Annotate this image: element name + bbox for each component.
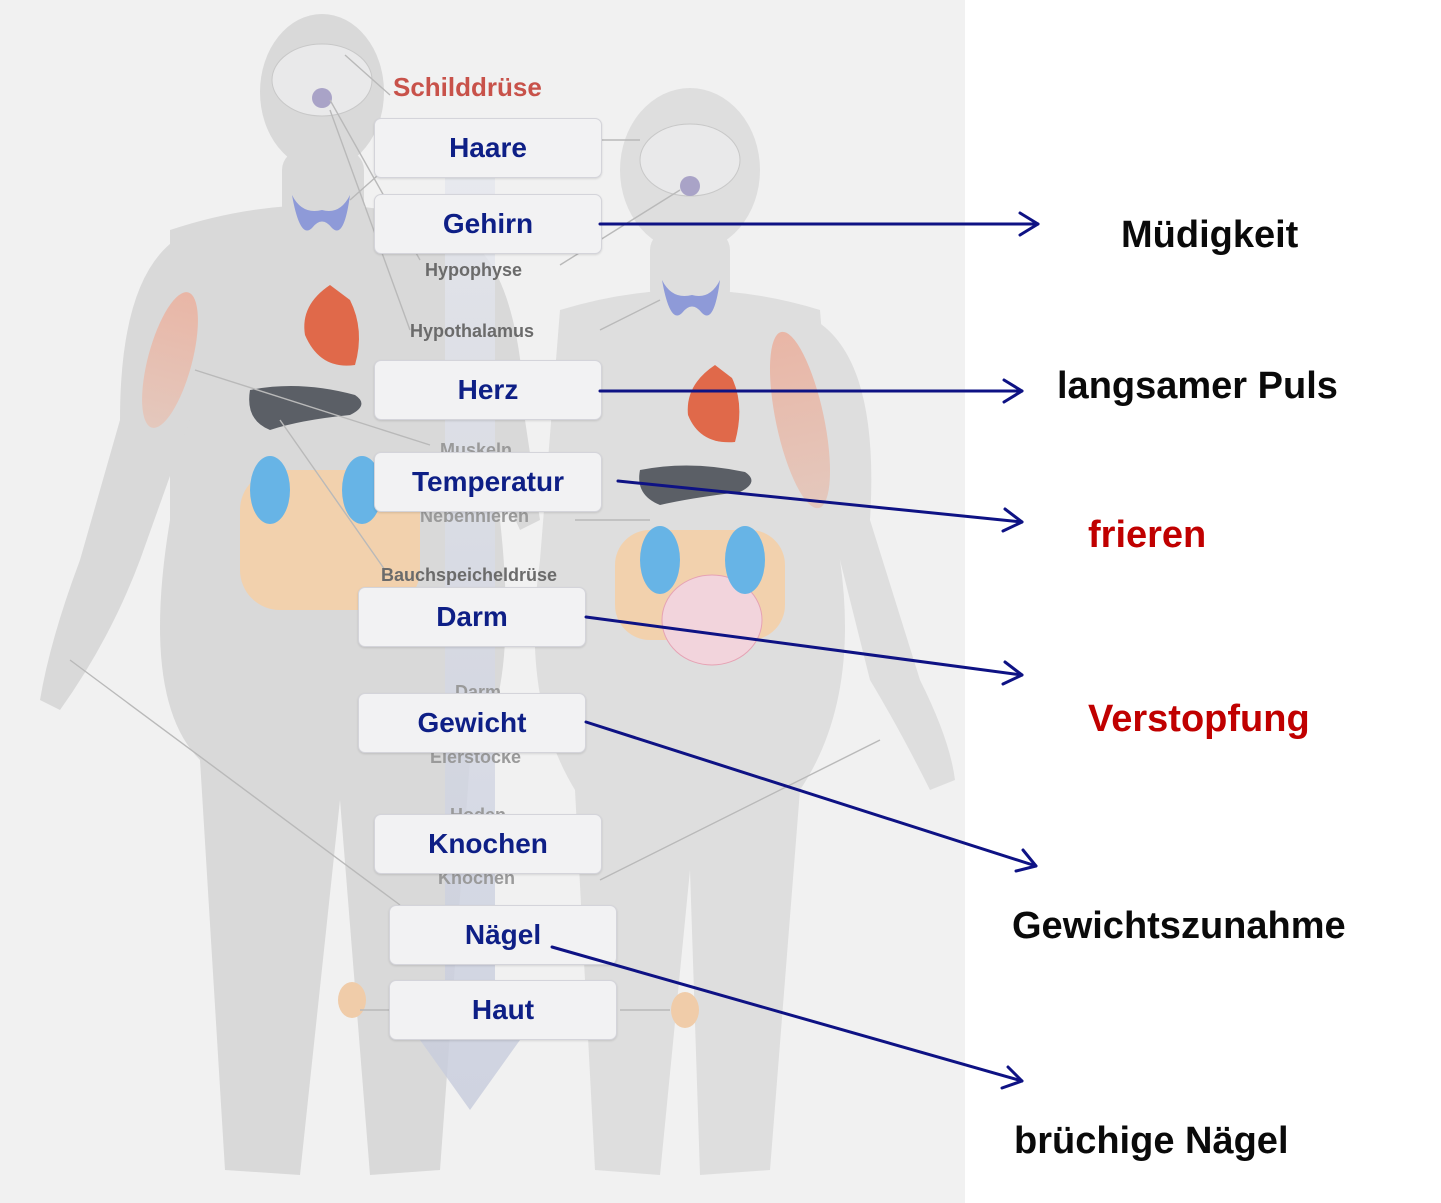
label-hypothalamus: Hypothalamus [410, 321, 534, 342]
label-bauchspeicheldruese: Bauchspeicheldrüse [381, 565, 557, 586]
symptom-muedigkeit: Müdigkeit [1121, 214, 1298, 257]
label-schilddruese: Schilddrüse [393, 72, 542, 103]
label-hypophyse: Hypophyse [425, 260, 522, 281]
box-gehirn[interactable]: Gehirn [374, 194, 602, 254]
symptom-langsamer-puls: langsamer Puls [1057, 365, 1338, 408]
symptom-frieren: frieren [1088, 514, 1206, 557]
box-darm[interactable]: Darm [358, 587, 586, 647]
symptom-bruechige-naegel: brüchige Nägel [1014, 1120, 1289, 1163]
box-naegel[interactable]: Nägel [389, 905, 617, 965]
symptom-verstopfung: Verstopfung [1088, 698, 1310, 741]
box-knochen[interactable]: Knochen [374, 814, 602, 874]
box-herz[interactable]: Herz [374, 360, 602, 420]
box-haare[interactable]: Haare [374, 118, 602, 178]
box-temperatur[interactable]: Temperatur [374, 452, 602, 512]
box-haut[interactable]: Haut [389, 980, 617, 1040]
box-gewicht[interactable]: Gewicht [358, 693, 586, 753]
symptom-gewichtszunahme: Gewichtszunahme [1012, 905, 1346, 948]
